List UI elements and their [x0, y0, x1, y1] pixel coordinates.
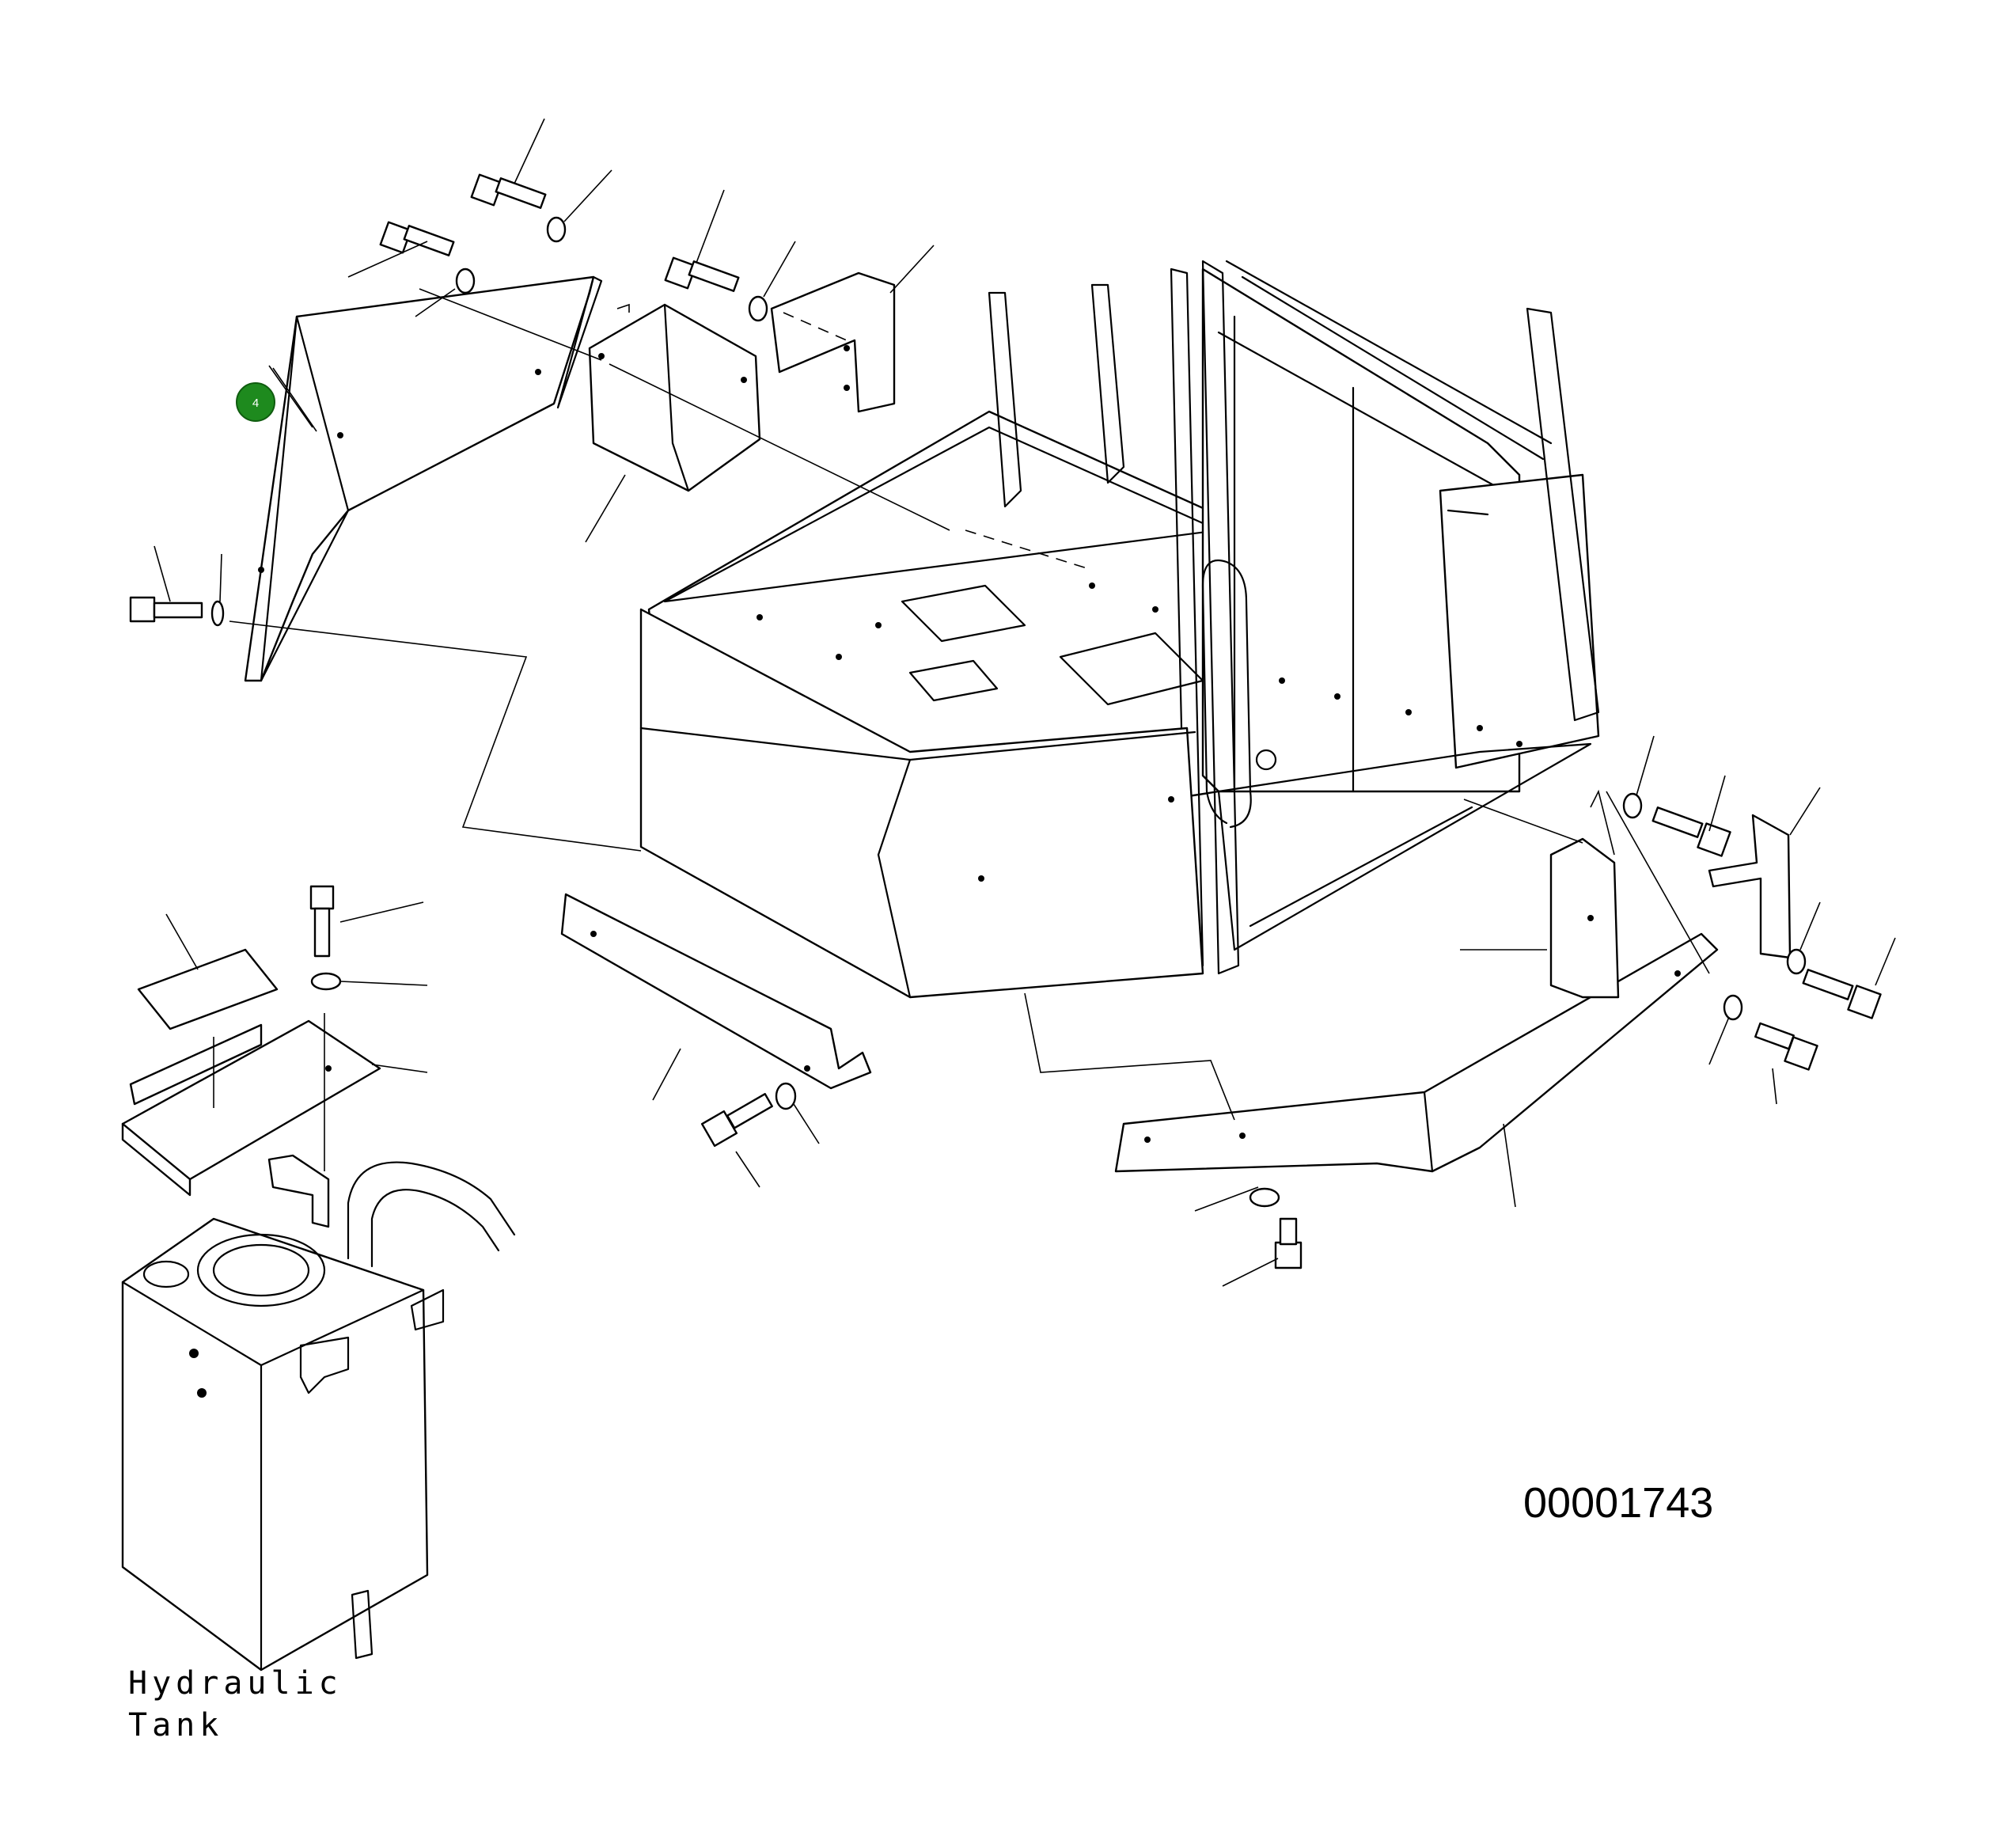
connector-lines [229, 288, 1710, 1171]
bolt-top-3 [664, 256, 740, 292]
far-right-bracket [1708, 814, 1792, 959]
washer-top-3 [748, 295, 768, 322]
rear-cover-part-4[interactable] [244, 275, 603, 682]
bolts-and-washers [129, 173, 1882, 1269]
bolt-right-1 [1651, 806, 1731, 857]
bolt-right-3 [1754, 1022, 1818, 1071]
tank-label-line2: Tank [128, 1707, 223, 1744]
washer-right-2 [1786, 948, 1807, 975]
tank-access-plate [137, 948, 279, 1030]
washer-top-2 [455, 268, 476, 294]
washer-tank [310, 972, 342, 991]
figure-number: 00001743 [1523, 1479, 1713, 1527]
lower-right-shelf [1114, 932, 1719, 1173]
tank-label-line1: Hydraulic [128, 1665, 343, 1702]
washer-right-3 [1723, 994, 1743, 1021]
bolt-left [129, 596, 203, 623]
washer-top-1 [546, 216, 567, 243]
top-bracket [770, 271, 896, 413]
tank-bracket [267, 1154, 330, 1228]
center-box-cover [588, 303, 761, 492]
cab-frame [639, 260, 1600, 999]
bolt-top-2 [379, 221, 455, 256]
callout-4[interactable]: 4 [236, 382, 275, 422]
bolt-lower-center [700, 1093, 773, 1148]
washer-right-1 [1622, 792, 1643, 819]
tank-top-cover [121, 1019, 381, 1197]
leader-lines [154, 118, 1896, 1287]
lower-left-rail [560, 893, 872, 1090]
right-upright-bracket [1549, 837, 1620, 999]
bolt-lower-right [1274, 1217, 1303, 1269]
bolt-right-2 [1802, 969, 1882, 1019]
callout-4-label: 4 [252, 397, 259, 410]
bolt-tank [309, 885, 335, 958]
bolt-top-1 [470, 173, 547, 209]
washer-lower-center [775, 1082, 797, 1110]
washer-left [210, 600, 225, 627]
hydraulic-tank [121, 1161, 516, 1672]
washer-lower-right [1249, 1187, 1280, 1208]
